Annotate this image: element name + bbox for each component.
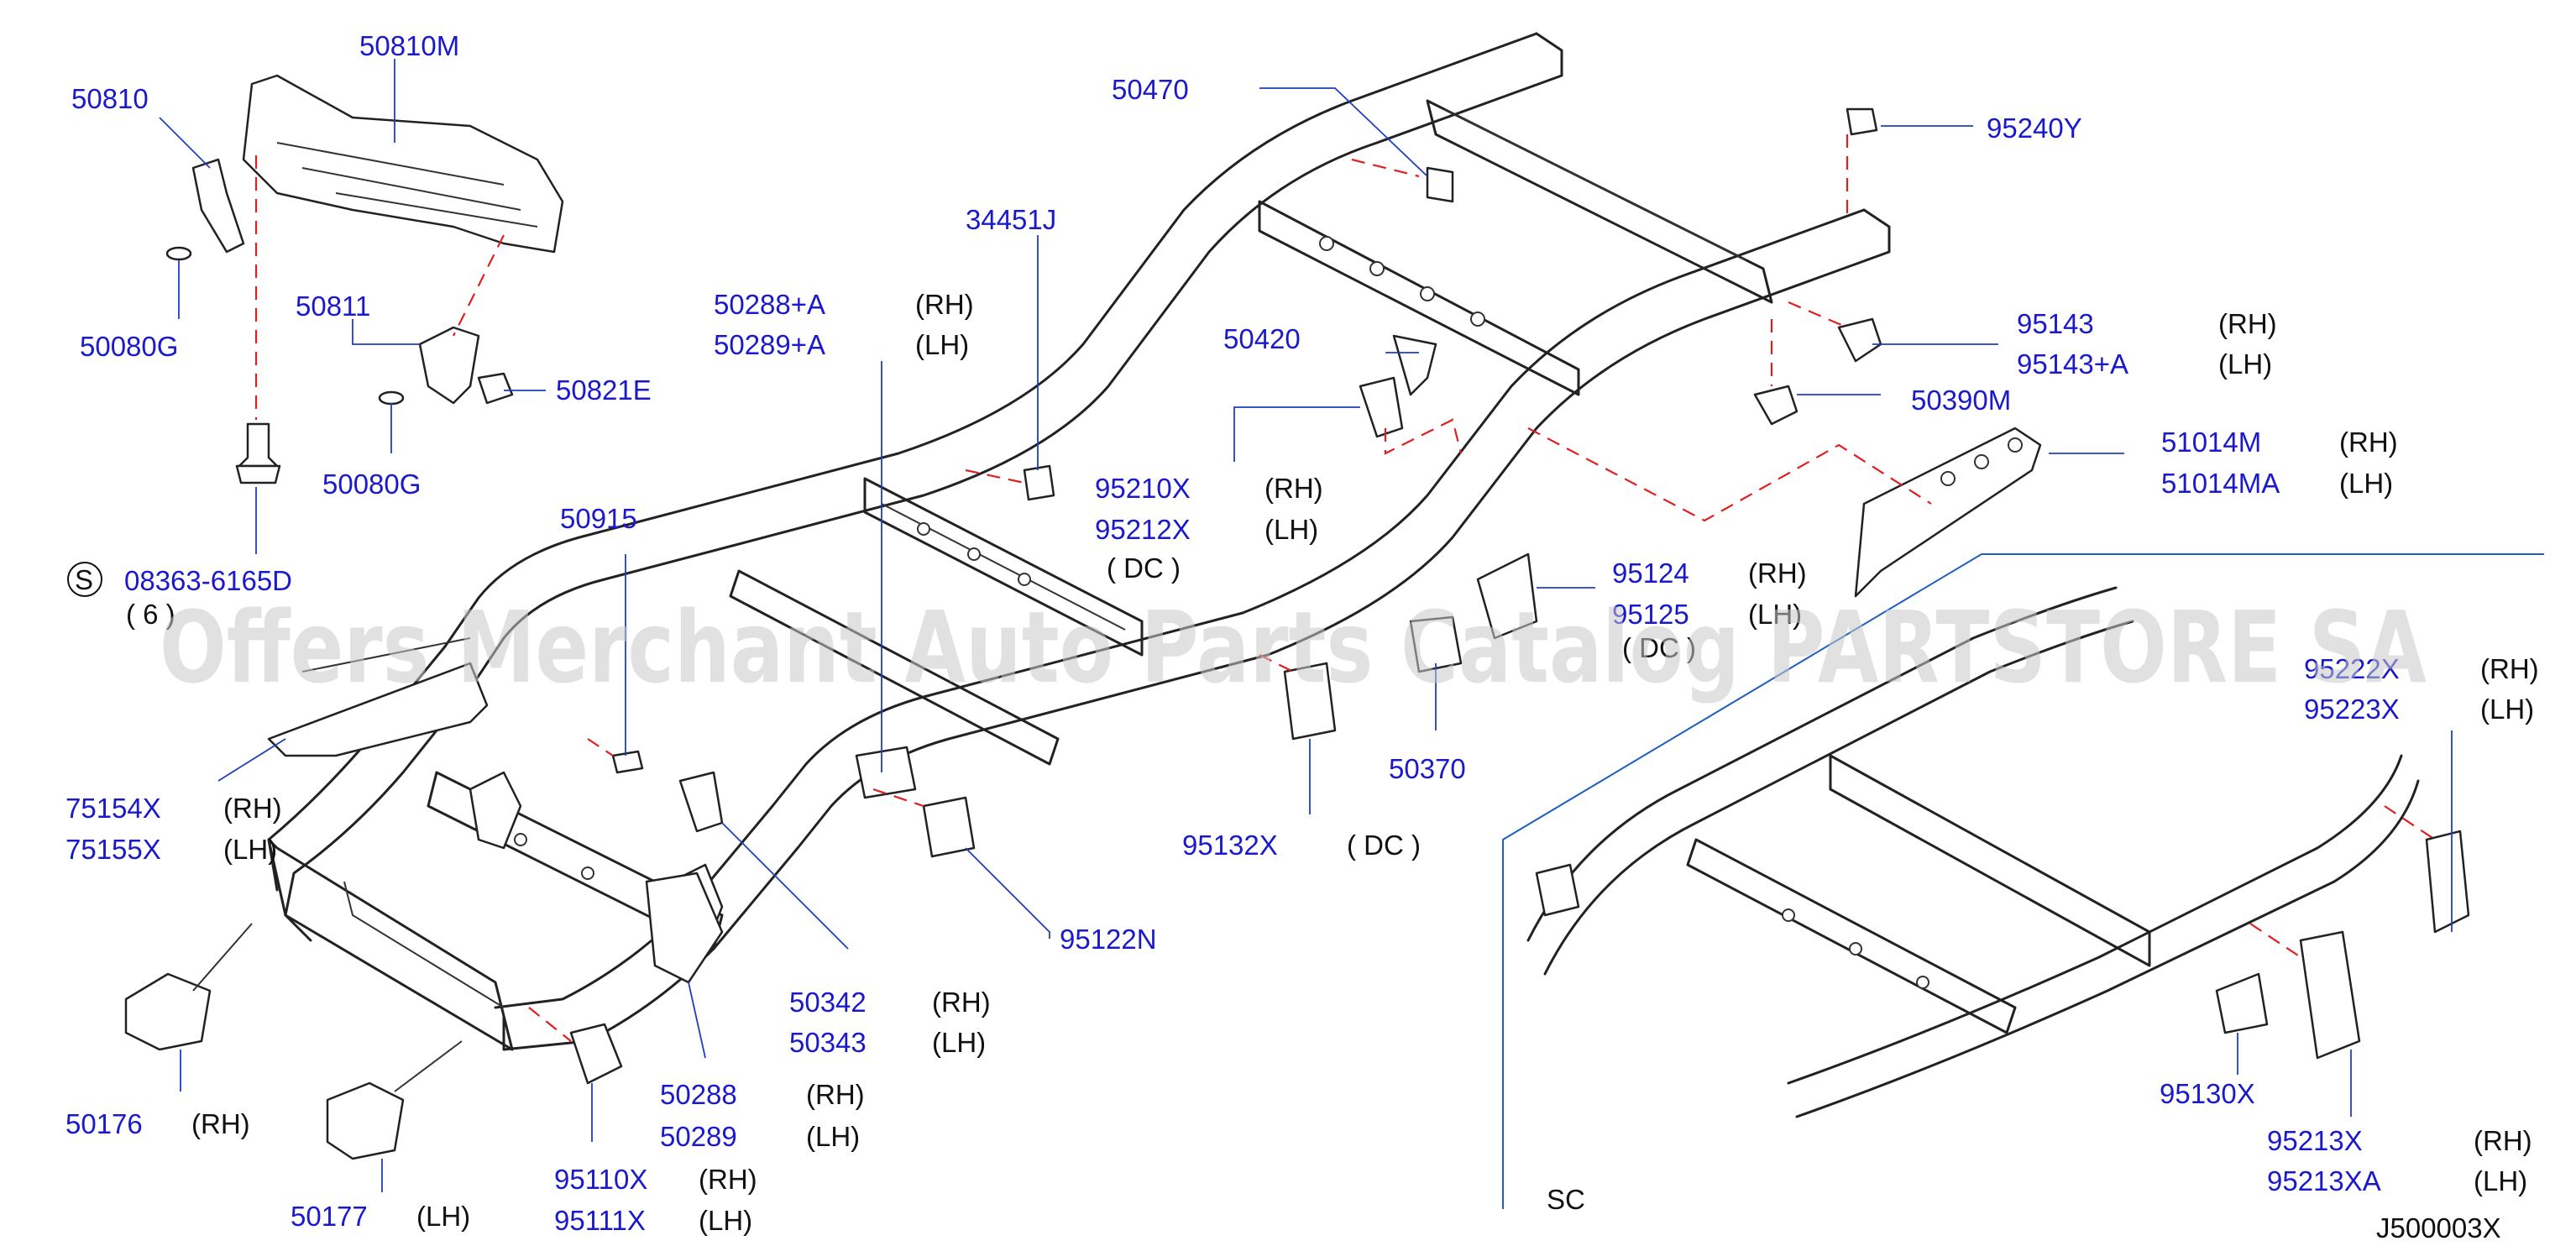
side-95110X: (RH) [699,1164,757,1195]
side-50289A: (LH) [915,329,969,360]
label-95210X: 95210X [1095,473,1191,504]
label-50288: 50288 [660,1079,737,1110]
label-dc-1: ( DC ) [1107,552,1181,584]
side-95223X: (LH) [2480,694,2534,725]
label-50080G-lower: 50080G [322,469,421,500]
screw-symbol: S [75,564,93,595]
label-50370: 50370 [1389,753,1466,784]
label-95222X: 95222X [2304,653,2400,684]
label-95223X: 95223X [2304,694,2400,725]
label-95212X: 95212X [1095,514,1191,545]
label-50177: 50177 [291,1201,368,1232]
label-50288A: 50288+A [714,289,825,320]
side-50177: (LH) [416,1201,470,1232]
label-95122N: 95122N [1060,924,1157,955]
diagram-code: J500003X [2376,1212,2501,1243]
label-50080G-upper: 50080G [80,331,178,362]
label-50470: 50470 [1112,74,1189,105]
side-50176: (RH) [191,1108,250,1139]
side-95111X: (LH) [699,1205,752,1236]
label-50289: 50289 [660,1121,737,1152]
side-95222X: (RH) [2480,653,2539,684]
label-95143A: 95143+A [2017,348,2128,380]
label-dc-2: ( DC ) [1622,632,1696,663]
screw-symbol-circle [67,562,102,597]
label-95132X: 95132X [1182,830,1278,861]
label-95240Y: 95240Y [1987,113,2082,144]
label-50342: 50342 [789,987,867,1018]
side-95212X: (LH) [1264,514,1318,545]
label-08363-6165D: 08363-6165D [124,565,292,596]
side-75154X: (RH) [223,793,282,824]
label-50176: 50176 [65,1108,143,1139]
label-95213XA: 95213XA [2267,1165,2381,1196]
side-50342: (RH) [932,987,991,1018]
label-50343: 50343 [789,1027,867,1058]
side-95143A: (LH) [2218,348,2272,380]
label-75155X: 75155X [65,834,161,865]
label-34451J: 34451J [966,204,1056,235]
inset-sc [1502,553,2544,1209]
label-95111X: 95111X [554,1205,646,1236]
side-51014M: (RH) [2339,427,2398,458]
watermark: Offers Merchant Auto Parts Catalog PARTS… [160,589,2427,705]
label-50810M: 50810M [359,30,459,61]
label-50289A: 50289+A [714,329,825,360]
side-50288A: (RH) [915,289,974,320]
label-95110X: 95110X [554,1164,647,1195]
label-95213X: 95213X [2267,1125,2363,1156]
label-dc-3: ( DC ) [1347,830,1421,861]
label-08363-qty: ( 6 ) [126,599,175,630]
inset-label: SC [1547,1184,1585,1215]
part-labels: 50810M 50810 50080G 50811 50821E 50080G … [65,30,2539,1243]
label-50821E: 50821E [556,374,652,406]
label-95124: 95124 [1612,558,1689,589]
label-95143: 95143 [2017,308,2094,339]
label-50811: 50811 [296,291,370,322]
label-50810: 50810 [71,83,149,114]
side-95213XA: (LH) [2474,1165,2527,1196]
side-95124: (RH) [1748,558,1807,589]
label-75154X: 75154X [65,793,161,824]
side-95210X: (RH) [1264,473,1323,504]
assembly-lines [254,134,2436,1042]
side-50289: (LH) [806,1121,860,1152]
side-50343: (LH) [932,1027,986,1058]
side-95125: (LH) [1748,599,1802,630]
label-95125: 95125 [1612,599,1689,630]
side-75155X: (LH) [223,834,277,865]
side-95143: (RH) [2218,308,2277,339]
label-51014M: 51014M [2161,427,2261,458]
label-51014MA: 51014MA [2161,468,2280,499]
label-50420: 50420 [1223,323,1301,354]
side-95213X: (RH) [2474,1125,2532,1156]
part-shapes [124,74,2042,1160]
label-95130X: 95130X [2160,1078,2255,1109]
side-50288: (RH) [806,1079,865,1110]
label-50390M: 50390M [1911,385,2011,416]
side-51014MA: (LH) [2339,468,2393,499]
leader-lines [159,59,2453,1192]
label-50915: 50915 [560,503,637,534]
